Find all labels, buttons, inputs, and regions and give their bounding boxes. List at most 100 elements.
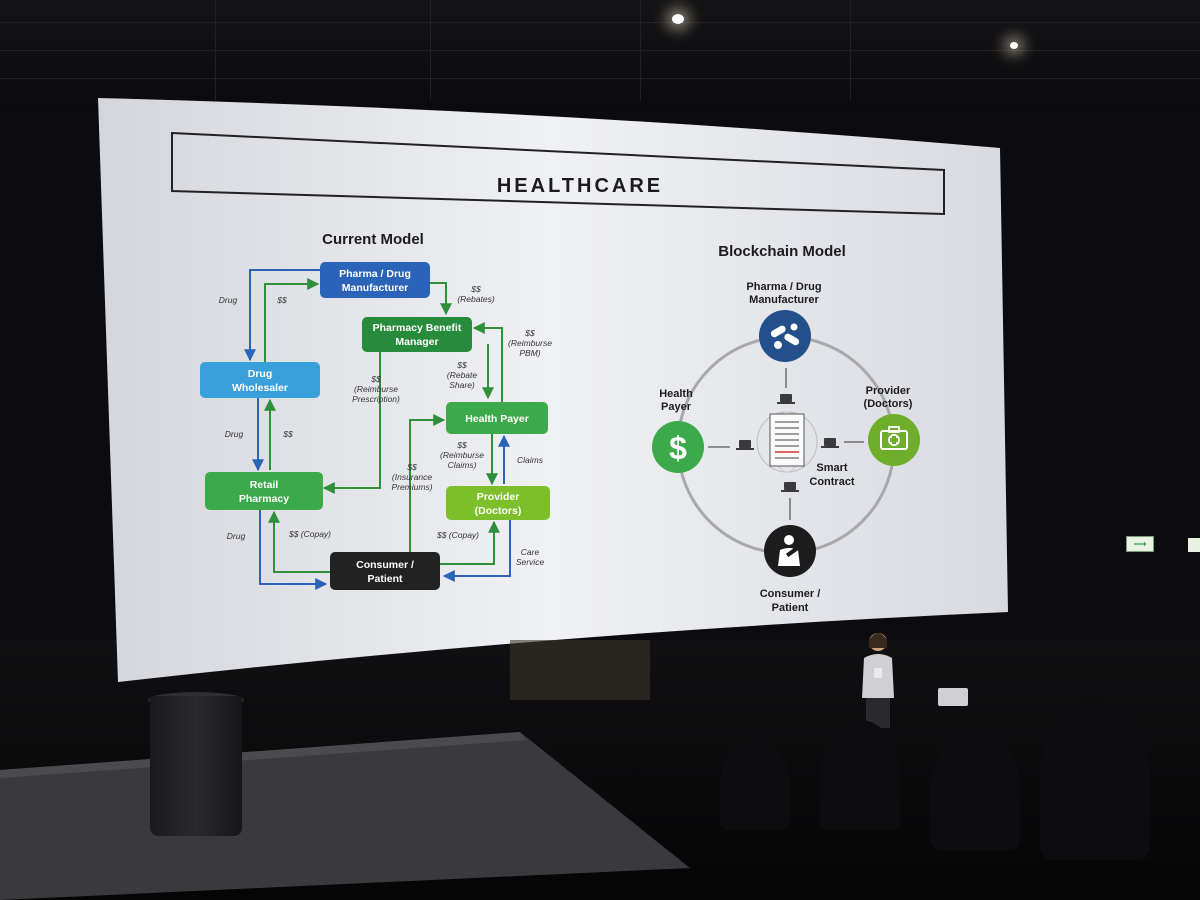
ceiling-grid-line (0, 22, 1200, 23)
label-care-1: Care (521, 547, 540, 557)
exit-sign-partial (1188, 538, 1200, 552)
patient-glyph (778, 535, 800, 566)
label-premiums-2: (Insurance (392, 472, 432, 482)
label-rebates-1: $$ (470, 284, 481, 294)
ceiling-grid-line (0, 78, 1200, 79)
label-copay-1: $$ (Copay) (288, 529, 331, 539)
node-pharma-line2: Manufacturer (342, 282, 409, 294)
label-rebate-share-2: (Rebate (447, 370, 478, 380)
label-drug-1: Drug (219, 295, 238, 305)
label-copay-2: $$ (Copay) (436, 530, 479, 540)
label-reimburse-claims-2: (Reimburse (440, 450, 484, 460)
flow-payment-to-pharma (264, 278, 320, 362)
label-reimburse-pbm-3: PBM) (519, 348, 540, 358)
medical-kit-glyph (880, 426, 908, 450)
label-reimburse-rx-1: $$ (370, 374, 381, 384)
link-arrows (708, 368, 864, 520)
exit-sign: ⟶ (1126, 536, 1154, 552)
node-wholesaler: Drug Wholesaler (200, 362, 320, 398)
label-reimburse-rx-3: Prescription) (352, 394, 400, 404)
label-premiums-3: Premiums) (391, 482, 432, 492)
node-retail-line1: Retail (250, 479, 279, 491)
pills-icon-glyph (770, 323, 800, 349)
node-provider-line2: (Doctors) (475, 505, 522, 517)
smart-contract-line2: Contract (809, 476, 855, 488)
bc-consumer-line1: Consumer / (760, 588, 821, 600)
label-claims: Claims (517, 455, 544, 465)
bc-pharma-line1: Pharma / Drug (746, 281, 821, 293)
node-pharma: Pharma / Drug Manufacturer (320, 262, 430, 298)
label-dollars-1: $$ (276, 295, 287, 305)
label-dollars-2: $$ (282, 429, 293, 439)
bc-provider-line1: Provider (866, 385, 911, 397)
node-retail-line2: Pharmacy (239, 493, 289, 505)
bc-payer-line2: Payer (661, 401, 692, 413)
label-rebates-2: (Rebates) (457, 294, 494, 304)
blockchain-model-heading: Blockchain Model (718, 243, 846, 260)
label-reimburse-pbm-1: $$ (524, 328, 535, 338)
ceiling-light (672, 14, 684, 24)
flow-premiums (409, 414, 446, 560)
label-drug-2: Drug (225, 429, 244, 439)
current-model-heading: Current Model (322, 231, 424, 248)
node-provider-line1: Provider (477, 491, 520, 503)
label-reimburse-pbm-2: (Reimburse (508, 338, 552, 348)
laptop-icon (777, 394, 795, 404)
audience-head (930, 730, 1020, 850)
label-reimburse-rx-2: (Reimburse (354, 384, 398, 394)
audience-head (820, 720, 900, 830)
ceiling-light (1010, 42, 1018, 49)
ceiling (0, 0, 1200, 110)
edge-labels: Drug $$ $$ (Rebates) $$ (Reimburse PBM) … (219, 284, 552, 567)
smart-contract-line1: Smart (816, 462, 848, 474)
ceiling-grid-line (215, 0, 216, 100)
slide-title: HEALTHCARE (497, 175, 663, 197)
label-rebate-share-1: $$ (456, 360, 467, 370)
node-pharma-line1: Pharma / Drug (339, 268, 411, 280)
laptop-on-podium (938, 688, 968, 706)
audience-head (720, 740, 790, 830)
flow-care-service (442, 520, 511, 582)
dollar-icon-glyph: $ (669, 430, 687, 466)
document-lines (775, 421, 799, 459)
stage-edge (510, 640, 650, 700)
label-drug-3: Drug (227, 531, 246, 541)
blockchain-diagram: Pharma / Drug Manufacturer Health Payer … (652, 281, 920, 614)
flow-reimburse-prescription (322, 352, 381, 494)
node-wholesaler-line1: Drug (248, 368, 273, 380)
laptop-icon (736, 440, 754, 450)
label-reimburse-claims-1: $$ (456, 440, 467, 450)
ceiling-grid-line (0, 50, 1200, 51)
speaker-person (862, 633, 894, 728)
flow-rebates (428, 282, 452, 316)
bc-payer-line1: Health (659, 388, 693, 400)
node-pbm-line1: Pharmacy Benefit (373, 322, 462, 334)
flow-drug-to-wholesaler (244, 269, 320, 362)
node-pbm: Pharmacy Benefit Manager (362, 317, 472, 352)
label-reimburse-claims-3: Claims) (448, 460, 477, 470)
dollar-icon (652, 421, 704, 473)
ceiling-grid-line (430, 0, 431, 100)
title-box (171, 131, 945, 216)
bc-consumer-line2: Patient (772, 602, 809, 614)
node-consumer-line1: Consumer / (356, 559, 414, 571)
current-model-flows (244, 269, 511, 590)
coffee-cup (150, 696, 242, 836)
label-rebate-share-3: Share) (449, 380, 475, 390)
flow-copay-to-retail (268, 510, 330, 573)
ceiling-grid-line (850, 0, 851, 100)
flow-drug-to-consumer (259, 510, 328, 590)
flow-reimburse-pbm (472, 322, 503, 404)
node-consumer-line2: Patient (367, 573, 403, 585)
node-pbm-line2: Manager (395, 336, 438, 348)
node-wholesaler-line2: Wholesaler (232, 382, 288, 394)
bc-pharma-line2: Manufacturer (749, 294, 819, 306)
label-care-2: Service (516, 557, 545, 567)
laptop-icon (781, 482, 799, 492)
laptop-icon (821, 438, 839, 448)
label-premiums-1: $$ (406, 462, 417, 472)
bc-provider-line2: (Doctors) (864, 398, 913, 410)
node-retail: Retail Pharmacy (205, 472, 323, 510)
flow-copay-to-provider (440, 520, 500, 565)
